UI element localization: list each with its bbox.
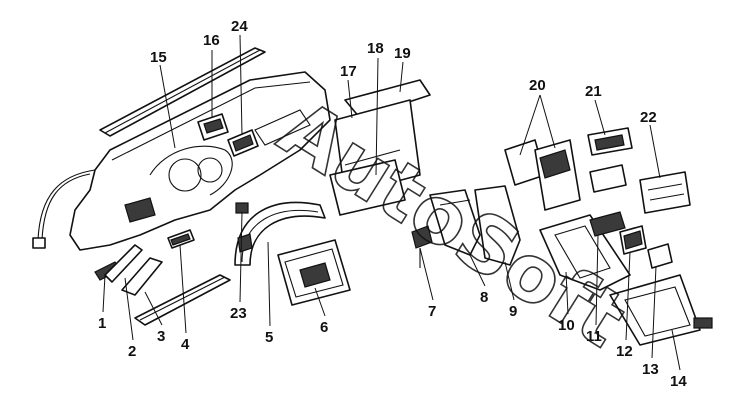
console-switch xyxy=(619,225,647,255)
switch-panel xyxy=(167,229,195,249)
callout-18: 18 xyxy=(367,40,384,57)
callout-21: 21 xyxy=(585,83,602,100)
center-vent xyxy=(227,129,259,157)
callout-15: 15 xyxy=(150,49,167,66)
callout-19: 19 xyxy=(394,45,411,62)
center-console xyxy=(539,211,631,291)
callout-20: 20 xyxy=(529,77,546,94)
callout-3: 3 xyxy=(157,328,165,345)
callout-12: 12 xyxy=(616,343,633,360)
speedometer-cable xyxy=(32,169,96,249)
callout-numbers: 15 16 24 17 18 19 20 21 22 1 2 3 4 23 5 … xyxy=(98,18,687,390)
glove-box-assembly xyxy=(329,79,431,216)
callout-5: 5 xyxy=(265,329,273,346)
hazard-switch xyxy=(235,202,249,214)
callout-13: 13 xyxy=(642,361,659,378)
rear-console xyxy=(609,274,713,346)
callout-14: 14 xyxy=(670,373,687,390)
callout-22: 22 xyxy=(640,109,657,126)
center-bracket xyxy=(429,185,521,266)
callout-7: 7 xyxy=(428,303,436,320)
callout-17: 17 xyxy=(340,63,357,80)
lower-cover xyxy=(121,257,163,296)
callout-16: 16 xyxy=(203,32,220,49)
knee-bracket xyxy=(104,244,143,283)
callout-9: 9 xyxy=(509,303,517,320)
callout-6: 6 xyxy=(320,319,328,336)
callout-2: 2 xyxy=(128,343,136,360)
callout-24: 24 xyxy=(231,18,248,35)
switch-unit xyxy=(197,113,229,141)
windshield-trim-strip xyxy=(99,47,266,137)
leader-lines xyxy=(102,34,681,371)
ashtray xyxy=(587,127,633,193)
heater-control-unit xyxy=(277,239,351,306)
console-vents xyxy=(504,139,581,211)
callout-4: 4 xyxy=(181,336,190,353)
glove-box-lock xyxy=(411,225,433,268)
callout-23: 23 xyxy=(230,305,247,322)
radio-unit xyxy=(639,171,691,214)
callout-1: 1 xyxy=(98,315,106,332)
coin-tray xyxy=(647,243,673,269)
lower-trim-panel xyxy=(134,274,231,326)
callout-8: 8 xyxy=(480,289,488,306)
callout-11: 11 xyxy=(586,328,602,345)
instrument-panel xyxy=(69,71,331,251)
callout-10: 10 xyxy=(558,317,575,334)
